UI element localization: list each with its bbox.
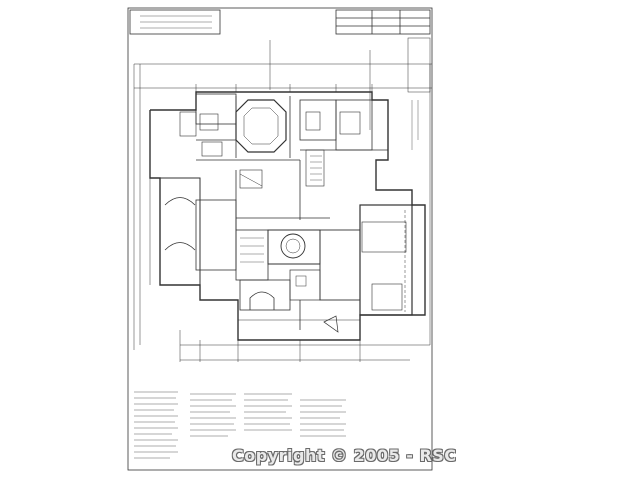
title-block-left: [129, 9, 221, 35]
copyright-watermark: Copyright © 2005 - RSC: [232, 446, 457, 465]
notes-block: [407, 37, 431, 93]
house-outline: [149, 91, 426, 341]
construction-notes: [134, 391, 346, 459]
sheet-border: [127, 7, 433, 471]
title-block-right: [335, 9, 431, 35]
circular-stair: [280, 233, 306, 259]
garage: [359, 204, 413, 316]
